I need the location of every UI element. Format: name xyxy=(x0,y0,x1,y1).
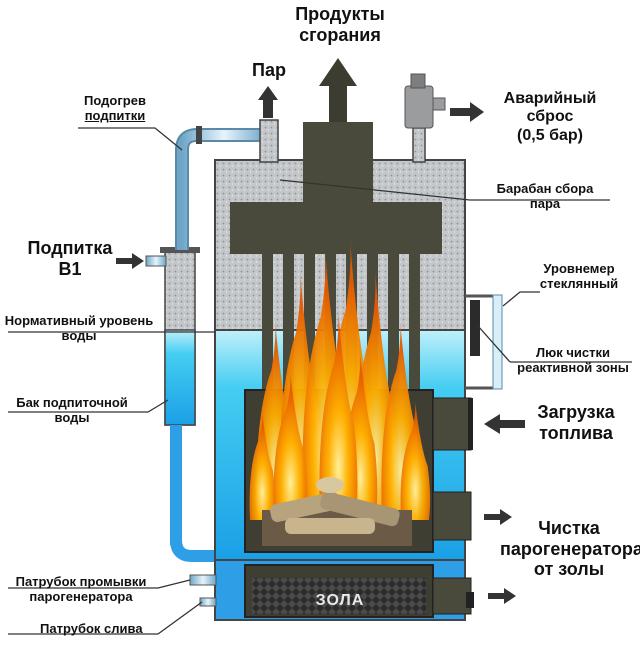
flame-icon xyxy=(249,240,431,520)
label-line: от золы xyxy=(533,559,605,580)
label-line: парогенератора xyxy=(29,588,133,604)
label-makeup-b1: Подпитка В1 xyxy=(20,238,120,279)
flame-tongue xyxy=(249,410,275,520)
label-drain-pipe: Патрубок слива xyxy=(40,621,143,636)
flue-tube xyxy=(283,254,294,394)
level-gauge xyxy=(465,294,503,390)
fuel-door xyxy=(432,397,473,451)
label-normal-level: Нормативный уровень воды xyxy=(4,313,154,344)
label-line: Подогрев xyxy=(84,93,146,108)
flue-tube xyxy=(304,254,315,394)
label-emergency-release: Аварийный сброс (0,5 бар) xyxy=(490,90,610,145)
ash-label: ЗОЛА xyxy=(316,592,365,609)
label-line: Чистка xyxy=(538,518,600,538)
steam-outlet-pipe xyxy=(259,119,279,163)
flame-tongue xyxy=(319,310,358,520)
arrow-right-icon xyxy=(116,253,144,269)
fuel-logs xyxy=(262,477,412,546)
label-line: топлива xyxy=(539,422,613,443)
label-line: Загрузка xyxy=(537,402,615,422)
label-line: Продукты xyxy=(295,4,385,24)
label-line: подпитки xyxy=(84,107,146,123)
label-combustion-products: Продукты сгорания xyxy=(280,4,400,45)
label-line: воды xyxy=(61,327,97,343)
label-line: Уровнемер xyxy=(543,261,615,276)
flame-tongue xyxy=(273,370,308,520)
label-line: стеклянный xyxy=(539,275,619,291)
ash-pit xyxy=(244,564,434,618)
label-line: Люк чистки xyxy=(536,345,610,360)
label-line: Бак подпиточной xyxy=(16,395,128,410)
flue-tube xyxy=(388,254,399,394)
arrow-up-icon xyxy=(319,58,357,122)
label-line: воды xyxy=(54,409,90,425)
label-flush-pipe: Патрубок промывки парогенератора xyxy=(2,574,160,605)
label-line: Подпитка xyxy=(27,238,113,258)
cleaning-door xyxy=(432,491,472,541)
label-line: Барабан сбора xyxy=(496,181,594,196)
label-fuel-loading: Загрузка топлива xyxy=(522,402,630,443)
arrow-left-icon xyxy=(484,414,525,434)
label-line: парогенератора xyxy=(500,538,640,559)
label-cleaning-hatch: Люк чистки реактивной зоны xyxy=(508,345,638,376)
label-line: Нормативный уровень xyxy=(4,313,154,328)
label-ash-cleaning: Чистка парогенератора от золы xyxy=(500,518,640,580)
label-line: сброс xyxy=(526,108,574,126)
flue-tube xyxy=(262,254,273,394)
label-line: Патрубок промывки xyxy=(15,574,147,589)
label-steam: Пар xyxy=(252,60,286,80)
label-line: пара xyxy=(529,195,561,211)
ash-door xyxy=(432,577,474,615)
label-line: реактивной зоны xyxy=(517,359,629,375)
label-steam-drum: Барабан сбора пара xyxy=(480,181,610,212)
label-line: сгорания xyxy=(299,24,381,45)
arrow-up-icon xyxy=(258,86,278,118)
arrows xyxy=(116,58,525,604)
arrow-right-icon xyxy=(484,509,512,525)
safety-valve-icon xyxy=(404,73,446,163)
arrow-right-icon xyxy=(488,588,516,604)
label-line: (0,5 бар) xyxy=(517,126,583,144)
label-makeup-heating: Подогрев подпитки xyxy=(70,93,160,124)
label-line: В1 xyxy=(58,258,82,279)
flame-tongue xyxy=(400,400,431,520)
label-makeup-tank: Бак подпиточной воды xyxy=(2,395,142,426)
label-level-gauge: Уровнемер стеклянный xyxy=(524,261,634,292)
leader-lines xyxy=(8,127,632,635)
makeup-tank xyxy=(160,247,216,562)
label-line: Аварийный xyxy=(503,90,597,107)
flue-tube xyxy=(409,254,420,394)
bottom-pipes xyxy=(145,255,217,607)
arrow-right-icon xyxy=(450,102,484,122)
